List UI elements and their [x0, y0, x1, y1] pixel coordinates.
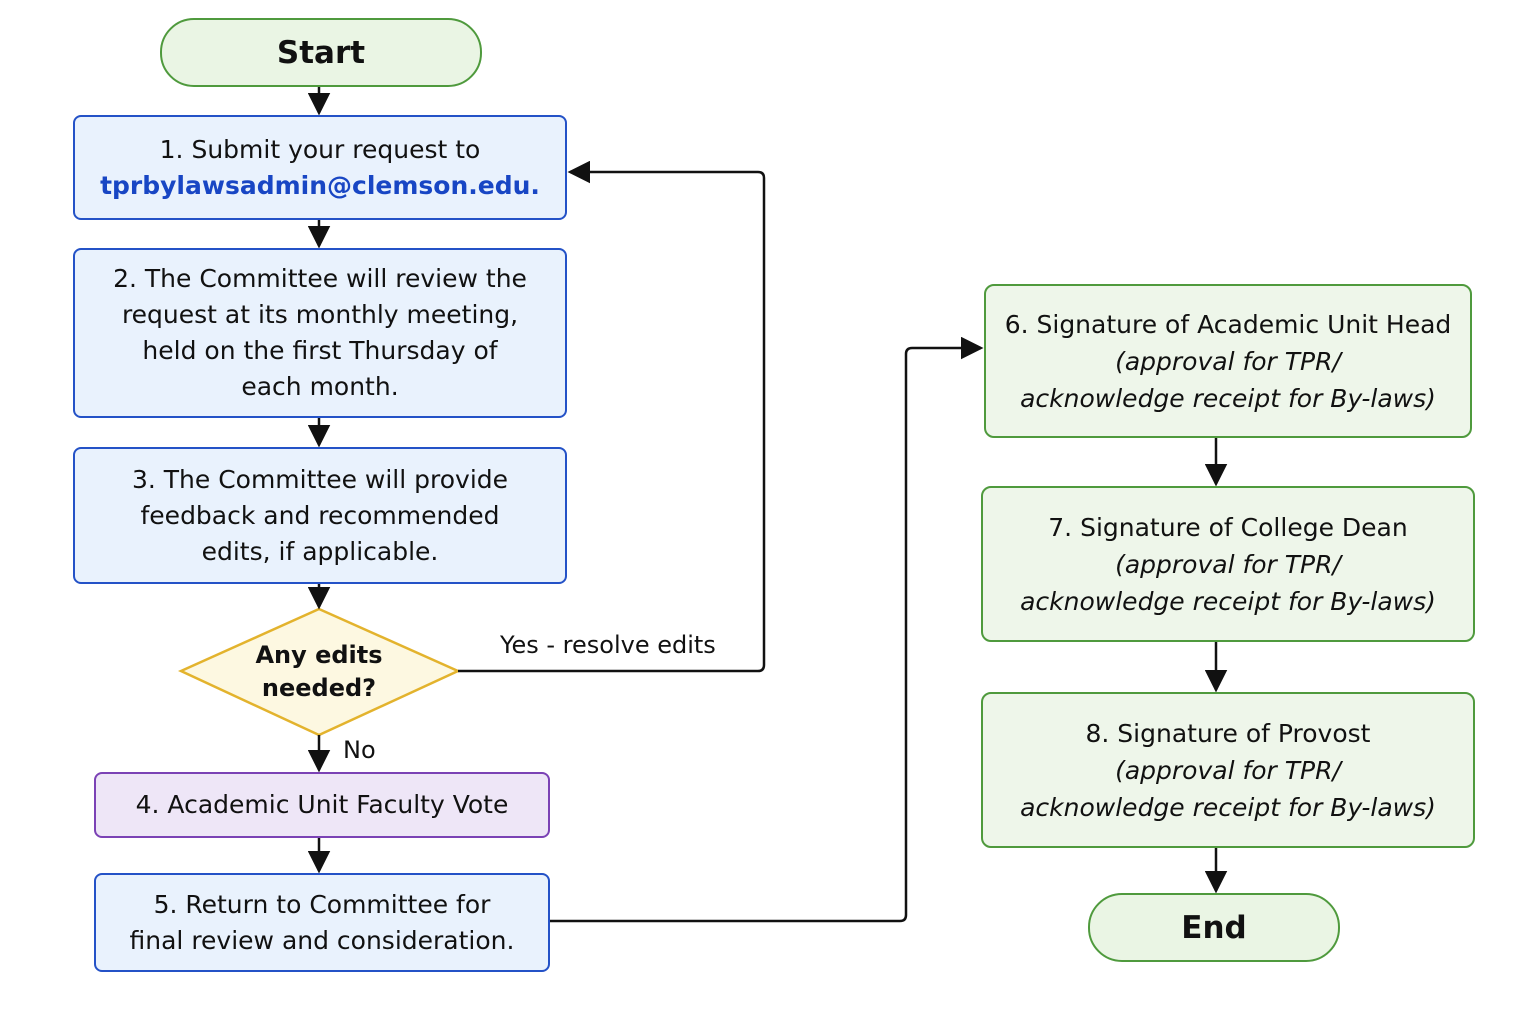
step-7-title: 7. Signature of College Dean	[1048, 512, 1408, 542]
decision-line: needed?	[261, 674, 377, 702]
step-8-note: acknowledge receipt for By-laws)	[1020, 792, 1436, 822]
step-2-line: held on the first Thursday of	[142, 336, 498, 365]
step-4-faculty-vote: 4. Academic Unit Faculty Vote	[94, 772, 550, 838]
step-3-line: 3. The Committee will provide	[131, 464, 509, 494]
step-6-unit-head-signature: 6. Signature of Academic Unit Head (appr…	[984, 284, 1472, 438]
yes-edge-label: Yes - resolve edits	[500, 631, 716, 659]
no-edge-label: No	[343, 736, 376, 764]
step-2-committee-review: 2. The Committee will review the request…	[73, 248, 567, 418]
start-label: Start	[276, 34, 366, 71]
step-3-committee-feedback: 3. The Committee will provide feedback a…	[73, 447, 567, 584]
arrow-decision-yes-to-step1	[458, 160, 766, 673]
step-4-label: 4. Academic Unit Faculty Vote	[135, 790, 509, 819]
step-5-return-to-committee: 5. Return to Committee for final review …	[94, 873, 550, 972]
step-8-provost-signature: 8. Signature of Provost (approval for TP…	[981, 692, 1475, 848]
end-label: End	[1181, 909, 1247, 946]
step-5-line: final review and consideration.	[129, 925, 515, 955]
decision-line: Any edits	[255, 641, 383, 669]
step-3-line: edits, if applicable.	[201, 536, 439, 566]
step-6-title: 6. Signature of Academic Unit Head	[1004, 309, 1452, 339]
admin-email-link[interactable]: tprbylawsadmin@clemson.edu.	[100, 170, 540, 200]
step-5-line: 5. Return to Committee for	[153, 889, 491, 919]
step-6-note: (approval for TPR/	[1115, 346, 1341, 376]
step-8-note: (approval for TPR/	[1115, 755, 1341, 785]
step-7-note: acknowledge receipt for By-laws)	[1020, 586, 1436, 616]
step-2-line: request at its monthly meeting,	[121, 300, 519, 329]
arrow-step5-to-step6	[550, 336, 984, 923]
step-6-note: acknowledge receipt for By-laws)	[1020, 383, 1436, 413]
start-terminal: Start	[160, 18, 482, 87]
step-8-title: 8. Signature of Provost	[1085, 718, 1371, 748]
decision-label: Any edits needed?	[219, 637, 419, 707]
step-1-submit-request: 1. Submit your request to tprbylawsadmin…	[73, 115, 567, 220]
step-7-note: (approval for TPR/	[1115, 549, 1341, 579]
end-terminal: End	[1088, 893, 1340, 962]
step-3-line: feedback and recommended	[140, 500, 500, 530]
step-7-dean-signature: 7. Signature of College Dean (approval f…	[981, 486, 1475, 642]
step-2-line: 2. The Committee will review the	[113, 264, 527, 293]
step-1-text: 1. Submit your request to	[159, 134, 481, 164]
step-2-line: each month.	[241, 372, 399, 401]
